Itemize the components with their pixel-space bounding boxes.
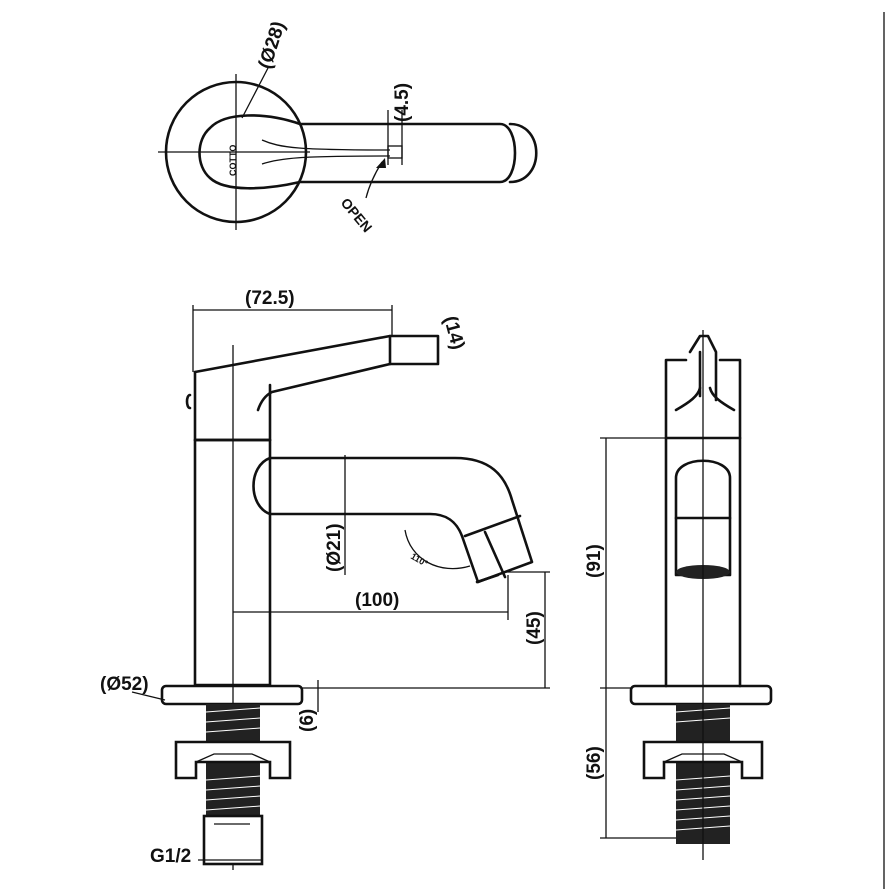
angle-arc [404,529,471,570]
side-spout [252,456,534,584]
dim-4.5: (4.5) [392,83,413,122]
dim-56: (56) [584,746,605,780]
side-spout-ring2 [475,573,500,584]
open-arrow-head [376,158,386,168]
front-handle [688,334,718,402]
side-base-plate [160,684,304,706]
dim-g12: G1/2 [150,846,191,867]
side-lever [193,334,440,412]
top-view: (Ø28) (4.5) OPEN COTTO [158,19,538,236]
open-label: OPEN [338,195,376,236]
dim-d28: (Ø28) [255,19,290,72]
dim-d21: (Ø21) [324,523,345,572]
side-spout-ring3 [483,530,507,579]
dim-91: (91) [584,544,605,578]
dim-14: (14) [439,314,468,352]
side-spout-ring1 [463,514,522,538]
side-nut [202,814,264,866]
front-view: (91) (56) [584,330,773,860]
dim-angle: 110° [409,551,430,569]
front-base-plate [629,684,773,706]
dim-72.5: (72.5) [245,288,295,309]
front-handle-flare [674,386,736,412]
side-clamp-inner [195,753,271,763]
front-spout [674,459,732,577]
top-view-marker [387,145,403,159]
leader-d52 [131,691,166,701]
top-view-handle-inner [261,139,391,165]
side-view: (72.5) (14) (Ø21) 110° (100) (45) (Ø52) … [100,288,550,870]
logo-text: COTTO [228,145,238,176]
dim-45: (45) [524,611,545,645]
leader-d28 [241,67,269,119]
side-handle-edge [185,393,192,410]
dim-6: (6) [297,709,318,732]
top-view-handle-end [508,122,538,184]
top-view-handle [198,114,517,190]
dim-100: (100) [355,590,399,611]
dim-d52: (Ø52) [100,674,149,695]
front-body [664,358,742,688]
side-thread-lines [205,707,261,821]
